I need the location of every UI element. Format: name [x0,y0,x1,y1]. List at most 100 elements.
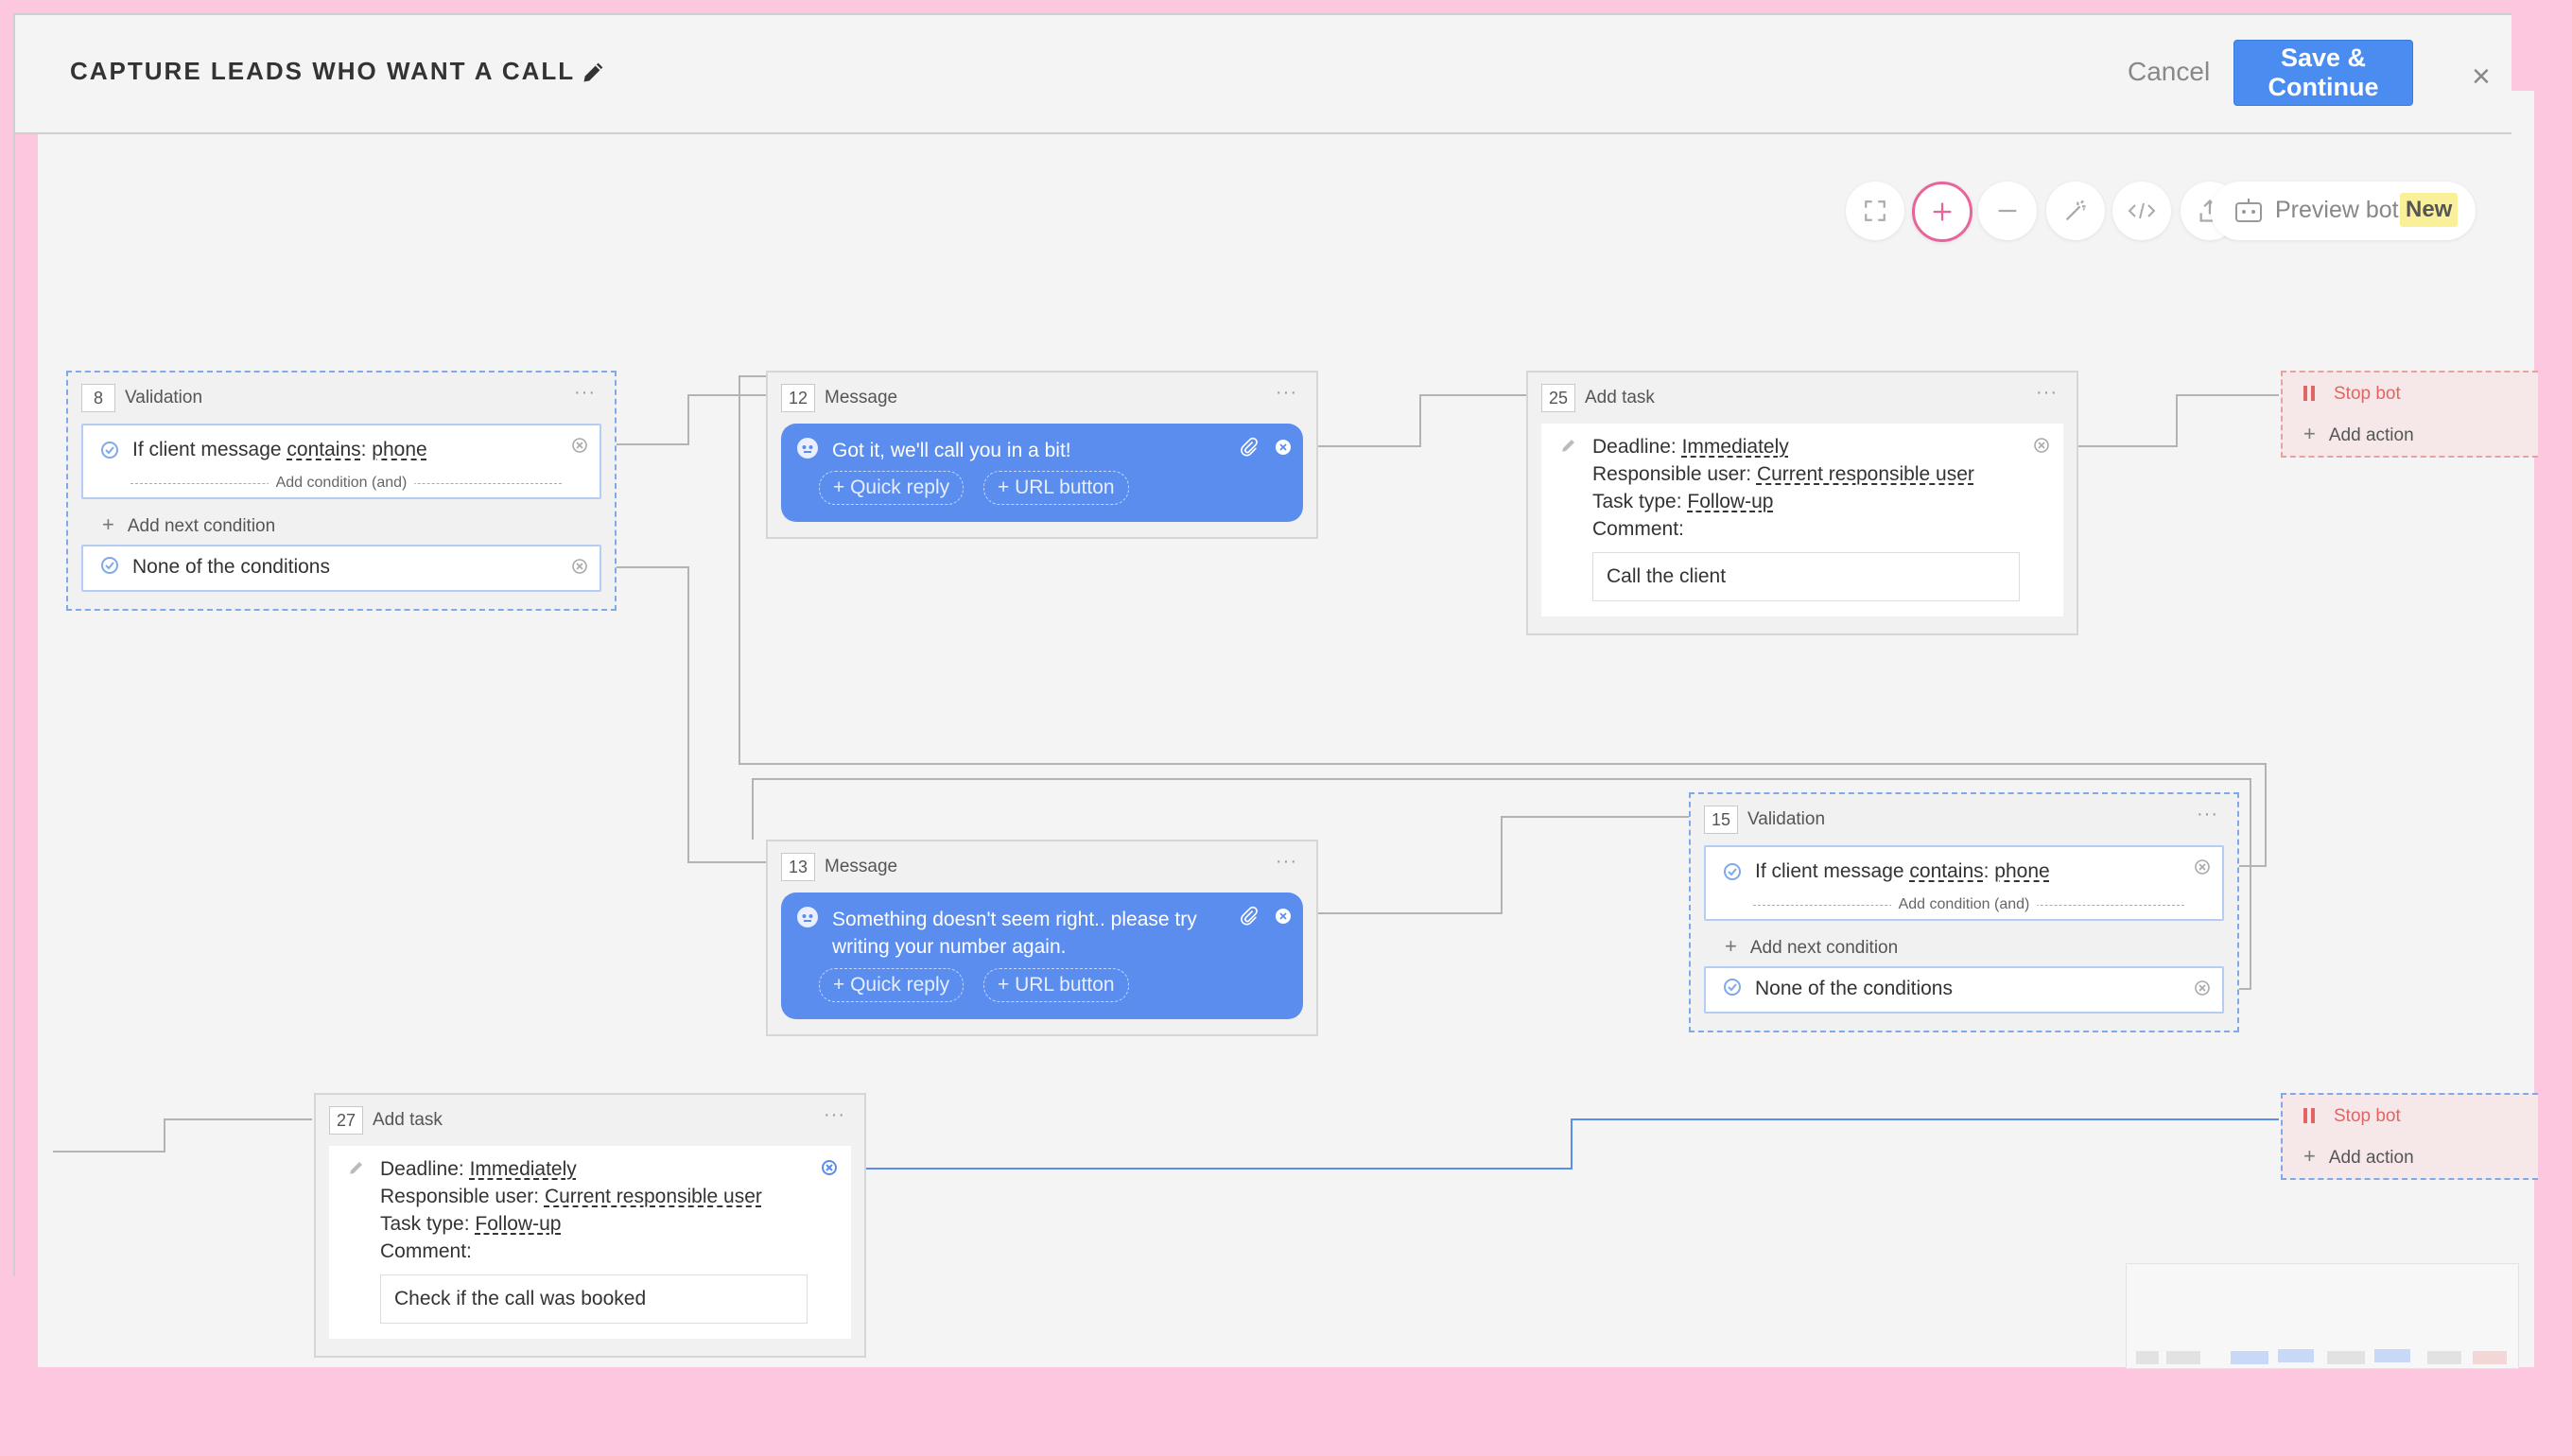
preview-bot-button[interactable]: Preview bot New [2211,182,2476,240]
fullscreen-icon[interactable] [1846,182,1904,240]
remove-message-icon[interactable] [1275,908,1292,925]
minimap[interactable] [2126,1263,2519,1369]
responsible-user-value[interactable]: Current responsible user [1756,463,1974,485]
condition-text: If client message contains: phone [132,439,427,460]
node-menu-icon[interactable]: ··· [2197,804,2218,824]
node-menu-icon[interactable]: ··· [2036,382,2058,403]
node-stop-bot-1[interactable]: Stop bot +Add action [2281,371,2538,458]
node-add-task-25[interactable]: 25 Add task ··· Deadline: Immediately Res… [1526,371,2078,635]
task-details[interactable]: Deadline: Immediately Responsible user: … [329,1146,851,1339]
save-continue-button[interactable]: Save & Continue [2233,40,2413,106]
condition-operator[interactable]: contains [287,439,361,460]
condition-value[interactable]: phone [1994,860,2050,882]
remove-message-icon[interactable] [1275,439,1292,456]
close-icon[interactable]: × [2472,59,2491,95]
node-menu-icon[interactable]: ··· [1276,382,1297,403]
stop-bot-label: Stop bot [2334,384,2401,404]
add-action-button[interactable]: +Add action [2303,1144,2414,1168]
node-number: 12 [781,384,815,412]
message-bubble[interactable]: Got it, we'll call you in a bit! + Quick… [781,424,1303,522]
node-validation-8[interactable]: 8 Validation ··· If client message contai… [66,371,617,611]
remove-condition-icon[interactable] [571,437,588,454]
condition-card[interactable]: If client message contains: phone Add co… [81,424,601,499]
none-condition-card[interactable]: None of the conditions [1704,966,2224,1014]
header-bar [13,13,2511,134]
check-icon [101,557,118,574]
node-type: Add task [373,1110,443,1130]
remove-task-icon[interactable] [2033,437,2050,454]
pencil-icon[interactable] [348,1159,365,1176]
check-icon [101,442,118,459]
none-conditions-text: None of the conditions [1755,978,1953,999]
message-text: Got it, we'll call you in a bit! [832,440,1071,461]
pause-icon [2303,1108,2315,1123]
robot-icon [2235,199,2262,222]
add-action-button[interactable]: +Add action [2303,422,2414,445]
url-button[interactable]: + URL button [983,471,1129,505]
magic-wand-icon[interactable] [2046,182,2105,240]
attachment-icon[interactable] [1239,906,1260,927]
condition-card[interactable]: If client message contains: phone Add co… [1704,845,2224,921]
responsible-user-value[interactable]: Current responsible user [544,1186,762,1207]
preview-bot-label: Preview bot [2275,197,2399,223]
task-type-value[interactable]: Follow-up [1687,491,1774,512]
add-next-condition[interactable]: +Add next condition [1725,934,1899,958]
zoom-in-icon[interactable] [1912,182,1972,242]
cancel-button[interactable]: Cancel [2128,57,2211,86]
quick-reply-button[interactable]: + Quick reply [819,471,964,505]
attachment-icon[interactable] [1239,437,1260,458]
bot-avatar-icon [797,438,818,459]
quick-reply-button[interactable]: + Quick reply [819,968,964,1002]
stop-bot-label: Stop bot [2334,1106,2401,1126]
task-type-value[interactable]: Follow-up [475,1213,562,1235]
remove-condition-icon[interactable] [2194,858,2211,875]
condition-value[interactable]: phone [372,439,427,460]
message-bubble[interactable]: Something doesn't seem right.. please tr… [781,893,1303,1019]
node-number: 8 [81,384,115,412]
canvas-border [13,132,15,1276]
none-conditions-text: None of the conditions [132,556,330,578]
deadline-value[interactable]: Immediately [1681,436,1789,458]
condition-text: If client message contains: phone [1755,860,2050,882]
connect-output-icon[interactable] [821,1159,838,1176]
url-button[interactable]: + URL button [983,968,1129,1002]
node-menu-icon[interactable]: ··· [1276,851,1297,872]
new-badge: New [2400,193,2459,227]
task-details[interactable]: Deadline: Immediately Responsible user: … [1541,424,2063,616]
add-condition-and[interactable]: Add condition (and) [83,475,600,492]
bot-title: CAPTURE LEADS WHO WANT A CALL [70,57,576,85]
node-number: 25 [1541,384,1575,412]
deadline-value[interactable]: Immediately [469,1158,577,1180]
add-next-condition[interactable]: +Add next condition [102,512,276,536]
pause-icon [2303,386,2315,401]
pencil-icon[interactable] [1560,437,1577,454]
node-type: Add task [1585,388,1655,407]
node-type: Validation [125,388,203,407]
node-menu-icon[interactable]: ··· [824,1104,845,1125]
node-header: 25 Add task [1541,384,1655,412]
task-fields: Deadline: Immediately Responsible user: … [1592,436,1974,540]
check-icon [1724,863,1741,880]
condition-operator[interactable]: contains [1909,860,1984,882]
node-stop-bot-2[interactable]: Stop bot +Add action [2281,1093,2538,1180]
task-comment-field[interactable]: Check if the call was booked [380,1274,808,1324]
task-comment-field[interactable]: Call the client [1592,552,2020,601]
edit-title-icon[interactable] [581,59,607,85]
none-condition-card[interactable]: None of the conditions [81,545,601,592]
remove-condition-icon[interactable] [2194,979,2211,997]
zoom-out-icon[interactable] [1978,182,2037,240]
task-fields: Deadline: Immediately Responsible user: … [380,1158,762,1262]
remove-condition-icon[interactable] [571,558,588,575]
code-icon[interactable] [2112,182,2171,240]
add-condition-and[interactable]: Add condition (and) [1706,896,2222,913]
plus-icon: + [102,512,114,536]
node-menu-icon[interactable]: ··· [574,382,596,403]
